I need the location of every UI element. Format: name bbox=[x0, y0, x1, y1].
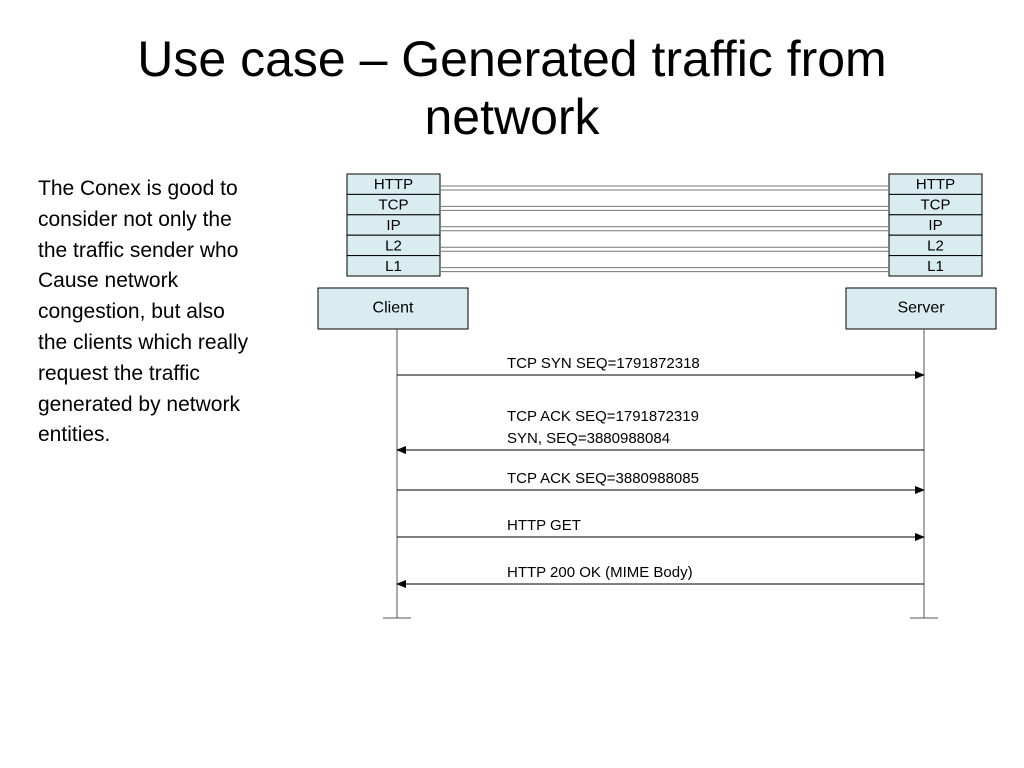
body-line: the clients which really bbox=[38, 330, 249, 354]
client-box-label: Client bbox=[373, 300, 414, 317]
server-box-label: Server bbox=[897, 300, 945, 317]
body-line: the traffic sender who bbox=[38, 238, 239, 262]
server-layer-label: IP bbox=[928, 217, 942, 234]
server-layer-label: HTTP bbox=[916, 176, 955, 193]
body-line: congestion, but also bbox=[38, 300, 225, 324]
message-label: TCP ACK SEQ=1791872319 bbox=[507, 408, 699, 425]
body-line: The Conex is good to bbox=[38, 177, 238, 200]
message-label: HTTP 200 OK (MIME Body) bbox=[507, 564, 693, 581]
server-layer-label: L2 bbox=[927, 237, 944, 254]
client-layer-label: L1 bbox=[385, 258, 402, 275]
client-layer-label: L2 bbox=[385, 237, 402, 254]
server-layer-label: TCP bbox=[921, 197, 951, 214]
server-box bbox=[845, 287, 997, 330]
message-label: TCP ACK SEQ=3880988085 bbox=[507, 470, 699, 487]
body-line: generated by network bbox=[38, 392, 240, 416]
body-line: consider not only the bbox=[38, 207, 232, 231]
body-line: entities. bbox=[38, 423, 111, 447]
client-box bbox=[317, 287, 469, 330]
slide-title: Use case – Generated traffic from networ… bbox=[0, 30, 1024, 146]
message-label: HTTP GET bbox=[507, 517, 581, 534]
slide-title-line-1: Use case – Generated traffic from bbox=[137, 31, 887, 87]
body-line: Cause network bbox=[38, 269, 179, 293]
client-layer-label: TCP bbox=[379, 197, 409, 214]
message-label: TCP SYN SEQ=1791872318 bbox=[507, 355, 700, 372]
slide-body-text: The Conex is good to consider not only t… bbox=[38, 174, 308, 451]
server-layer-label: L1 bbox=[927, 258, 944, 275]
client-layer-box bbox=[346, 255, 441, 277]
client-layer-label: HTTP bbox=[374, 176, 413, 193]
client-layer-label: IP bbox=[386, 217, 400, 234]
server-layer-box bbox=[888, 255, 983, 277]
body-line: request the traffic bbox=[38, 361, 200, 385]
message-label: SYN, SEQ=3880988084 bbox=[507, 430, 670, 447]
slide-title-line-2: network bbox=[424, 89, 600, 145]
